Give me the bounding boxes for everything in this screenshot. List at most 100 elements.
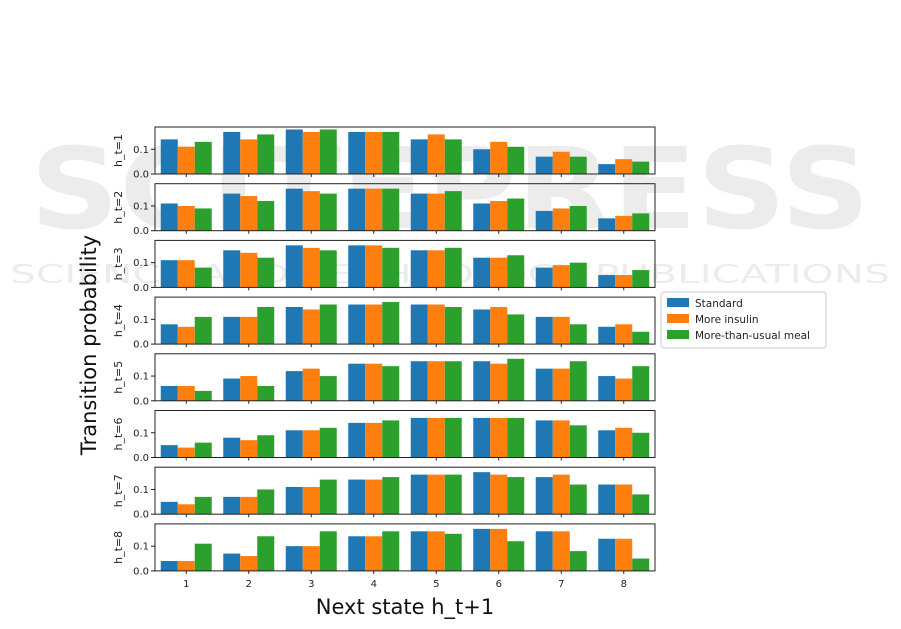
bar-h-t-5-more-insulin-7 <box>553 369 570 401</box>
bar-h-t-7-standard-7 <box>536 477 553 514</box>
bar-h-t-3-standard-5 <box>411 250 428 287</box>
bar-h-t-5-more-insulin-1 <box>178 386 195 401</box>
y-tick-label: 0.1 <box>133 542 149 553</box>
y-tick-label: 0.1 <box>133 315 149 326</box>
bar-h-t-2-standard-3 <box>286 189 303 231</box>
bar-h-t-6-standard-8 <box>598 430 615 457</box>
bar-h-t-1-standard-4 <box>348 132 365 174</box>
legend-label-more-insulin: More insulin <box>695 314 759 326</box>
bar-h-t-7-more-than-usual-meal-7 <box>570 485 587 515</box>
bar-h-t-3-standard-2 <box>223 250 240 287</box>
bar-h-t-8-more-insulin-7 <box>553 531 570 571</box>
bar-h-t-3-more-than-usual-meal-8 <box>632 270 649 287</box>
bar-h-t-2-more-than-usual-meal-6 <box>507 199 524 231</box>
legend-label-standard: Standard <box>695 298 743 310</box>
bar-h-t-8-standard-3 <box>286 546 303 571</box>
x-tick-label-6: 6 <box>496 579 502 590</box>
bar-h-t-3-standard-4 <box>348 245 365 287</box>
bar-h-t-1-more-insulin-4 <box>365 132 382 174</box>
bar-h-t-8-more-than-usual-meal-6 <box>507 541 524 571</box>
bar-h-t-4-more-insulin-4 <box>365 305 382 345</box>
bar-h-t-8-more-than-usual-meal-2 <box>257 536 274 571</box>
y-tick-label: 0.0 <box>133 283 149 294</box>
x-tick-label-8: 8 <box>621 579 627 590</box>
x-tick-label-5: 5 <box>433 579 439 590</box>
bar-h-t-5-standard-7 <box>536 369 553 401</box>
y-tick-label: 0.0 <box>133 170 149 181</box>
bar-h-t-1-more-insulin-3 <box>303 132 320 174</box>
bar-h-t-6-standard-4 <box>348 423 365 458</box>
bar-h-t-8-standard-1 <box>161 561 178 571</box>
bar-h-t-3-standard-7 <box>536 268 553 288</box>
bar-h-t-7-more-than-usual-meal-5 <box>445 475 462 515</box>
bar-h-t-3-more-than-usual-meal-6 <box>507 255 524 287</box>
bar-h-t-7-more-than-usual-meal-4 <box>382 477 399 514</box>
bar-h-t-5-standard-1 <box>161 386 178 401</box>
x-tick-label-2: 2 <box>246 579 252 590</box>
bar-h-t-7-standard-8 <box>598 485 615 515</box>
bar-h-t-1-more-than-usual-meal-6 <box>507 147 524 174</box>
y-tick-label: 0.1 <box>133 485 149 496</box>
legend-swatch-more-insulin <box>667 314 689 323</box>
legend-swatch-more-than-usual-meal <box>667 330 689 339</box>
bar-h-t-8-more-insulin-8 <box>615 539 632 571</box>
bar-h-t-2-more-than-usual-meal-7 <box>570 206 587 231</box>
bar-h-t-2-more-than-usual-meal-5 <box>445 191 462 231</box>
bar-h-t-4-standard-6 <box>473 309 490 344</box>
bar-h-t-7-standard-3 <box>286 487 303 514</box>
bar-h-t-5-standard-2 <box>223 379 240 401</box>
bar-h-t-1-standard-8 <box>598 164 615 174</box>
bar-h-t-5-more-insulin-6 <box>490 364 507 401</box>
bar-h-t-8-more-than-usual-meal-5 <box>445 534 462 571</box>
bar-h-t-3-more-insulin-5 <box>428 250 445 287</box>
legend-swatch-standard <box>667 298 689 307</box>
bar-h-t-6-more-than-usual-meal-6 <box>507 418 524 458</box>
legend: Standard More insulin More-than-usual me… <box>661 292 826 348</box>
bar-h-t-3-more-than-usual-meal-3 <box>320 250 337 287</box>
bar-h-t-1-more-than-usual-meal-7 <box>570 157 587 174</box>
bar-h-t-2-more-insulin-2 <box>240 196 257 231</box>
bar-h-t-2-standard-6 <box>473 203 490 230</box>
bar-h-t-6-standard-6 <box>473 418 490 458</box>
panel-label: h_t=2 <box>112 191 125 224</box>
bar-h-t-3-standard-6 <box>473 258 490 288</box>
bar-h-t-5-more-than-usual-meal-4 <box>382 366 399 401</box>
bar-h-t-7-more-than-usual-meal-8 <box>632 494 649 514</box>
panel-label: h_t=1 <box>112 134 125 167</box>
bar-h-t-4-more-insulin-2 <box>240 317 257 344</box>
x-tick-label-1: 1 <box>183 579 189 590</box>
bar-h-t-4-more-than-usual-meal-2 <box>257 307 274 344</box>
bar-h-t-3-more-insulin-7 <box>553 265 570 287</box>
bar-h-t-7-standard-4 <box>348 480 365 515</box>
bar-h-t-1-more-than-usual-meal-8 <box>632 162 649 174</box>
bar-h-t-5-more-than-usual-meal-7 <box>570 361 587 401</box>
bar-h-t-2-more-insulin-6 <box>490 201 507 231</box>
panel-label: h_t=3 <box>112 247 125 280</box>
bar-h-t-8-more-insulin-5 <box>428 531 445 571</box>
bar-h-t-8-more-insulin-4 <box>365 536 382 571</box>
x-tick-label-4: 4 <box>371 579 377 590</box>
bar-h-t-1-more-than-usual-meal-2 <box>257 134 274 174</box>
bar-h-t-6-more-than-usual-meal-4 <box>382 420 399 457</box>
bar-h-t-7-more-insulin-5 <box>428 475 445 515</box>
bar-h-t-1-more-than-usual-meal-5 <box>445 139 462 174</box>
bar-h-t-4-more-insulin-5 <box>428 305 445 345</box>
bar-h-t-4-more-than-usual-meal-8 <box>632 332 649 344</box>
bar-h-t-6-more-than-usual-meal-5 <box>445 418 462 458</box>
legend-label-more-than-usual-meal: More-than-usual meal <box>695 330 810 342</box>
bar-h-t-2-standard-1 <box>161 203 178 230</box>
panel-label: h_t=4 <box>112 304 125 337</box>
bar-h-t-2-more-insulin-5 <box>428 194 445 231</box>
bar-h-t-5-more-than-usual-meal-2 <box>257 386 274 401</box>
bar-h-t-2-more-insulin-8 <box>615 216 632 231</box>
bar-h-t-3-more-insulin-3 <box>303 248 320 288</box>
bar-h-t-8-more-insulin-3 <box>303 546 320 571</box>
bar-h-t-1-more-insulin-2 <box>240 139 257 174</box>
bar-h-t-8-standard-6 <box>473 529 490 571</box>
bar-h-t-1-more-insulin-6 <box>490 142 507 174</box>
bar-h-t-1-more-insulin-1 <box>178 147 195 174</box>
bar-h-t-4-standard-1 <box>161 324 178 344</box>
bar-h-t-8-more-than-usual-meal-4 <box>382 531 399 571</box>
bar-h-t-7-more-insulin-6 <box>490 475 507 515</box>
bar-h-t-3-more-insulin-2 <box>240 253 257 288</box>
